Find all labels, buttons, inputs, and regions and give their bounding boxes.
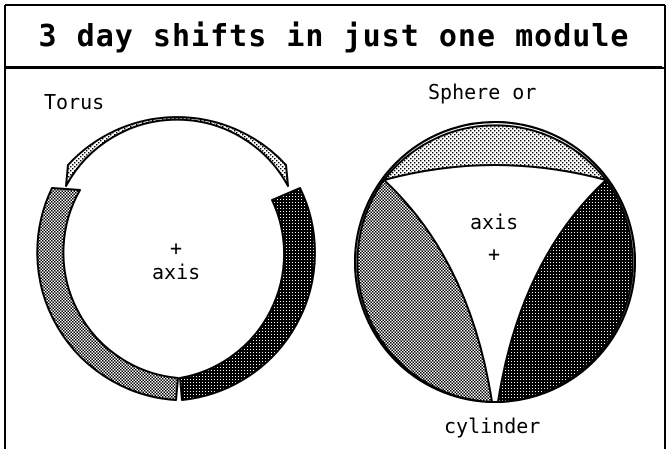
sphere-diagram [354, 121, 636, 404]
sphere-outline-top [354, 121, 636, 403]
torus-diagram [36, 116, 316, 401]
torus-label: Torus [44, 90, 105, 114]
figure-title: 3 day shifts in just one module [38, 18, 630, 54]
sphere-segment-top [381, 124, 609, 182]
title-bar: 3 day shifts in just one module [6, 6, 662, 68]
torus-segment-left [36, 187, 179, 401]
torus-segment-right [179, 187, 316, 401]
sphere-center-mark: + [488, 242, 501, 266]
sphere-axis-label: axis [470, 210, 519, 234]
sphere-label-top: Sphere or [428, 80, 537, 104]
torus-center-mark: + [170, 236, 183, 260]
sphere-label-bottom: cylinder [444, 414, 541, 438]
torus-axis-label: axis [152, 260, 201, 284]
torus-segment-top [65, 116, 289, 187]
